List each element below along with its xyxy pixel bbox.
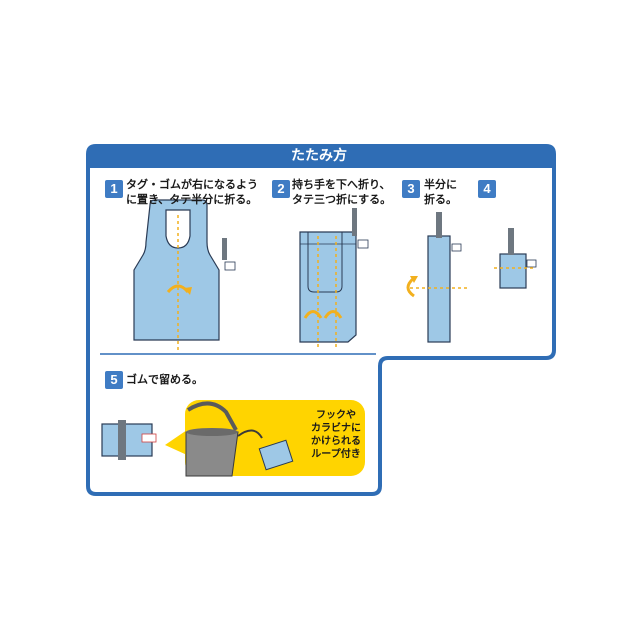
step3-bag-illustration [406, 212, 470, 343]
step-2-line-1: 持ち手を下へ折り、 [292, 178, 391, 191]
step-1-number: 1 [105, 180, 123, 198]
step-5-line-1: ゴムで留める。 [126, 373, 203, 386]
callout-line-1: フックや [316, 410, 356, 421]
step2-bag-illustration [299, 208, 369, 350]
callout-line-2: カラビナに [311, 423, 361, 434]
step5-bag-illustration [101, 420, 157, 460]
step-3-line-2: 折る。 [424, 193, 457, 206]
callout-line-3: かけられる [311, 436, 361, 447]
callout-pointer [165, 430, 187, 455]
step-3-text: 半分に 折る。 [424, 177, 457, 207]
step4-bag-illustration [494, 228, 537, 289]
step-3-number: 3 [402, 180, 420, 198]
step-1-line-2: に置き、タテ半分に折る。 [126, 193, 258, 206]
step-1-line-1: タグ・ゴムが右になるよう [126, 178, 258, 191]
step-2-line-2: タテ三つ折にする。 [292, 193, 392, 206]
step-2-number: 2 [272, 180, 290, 198]
callout-text: フックや カラビナに かけられる ループ付き [301, 409, 371, 461]
step-1-text: タグ・ゴムが右になるよう に置き、タテ半分に折る。 [126, 177, 258, 207]
step-5-number: 5 [105, 371, 123, 389]
step1-bag-illustration [133, 199, 236, 350]
title-bar [88, 146, 554, 168]
step-2-text: 持ち手を下へ折り、 タテ三つ折にする。 [292, 177, 391, 207]
callout-hook-illustration [185, 401, 294, 477]
step-4-number: 4 [478, 180, 496, 198]
step-5-text: ゴムで留める。 [126, 372, 203, 387]
callout-line-4: ループ付き [311, 449, 361, 460]
step-3-line-1: 半分に [424, 178, 457, 191]
page-title: たたみ方 [291, 148, 347, 164]
